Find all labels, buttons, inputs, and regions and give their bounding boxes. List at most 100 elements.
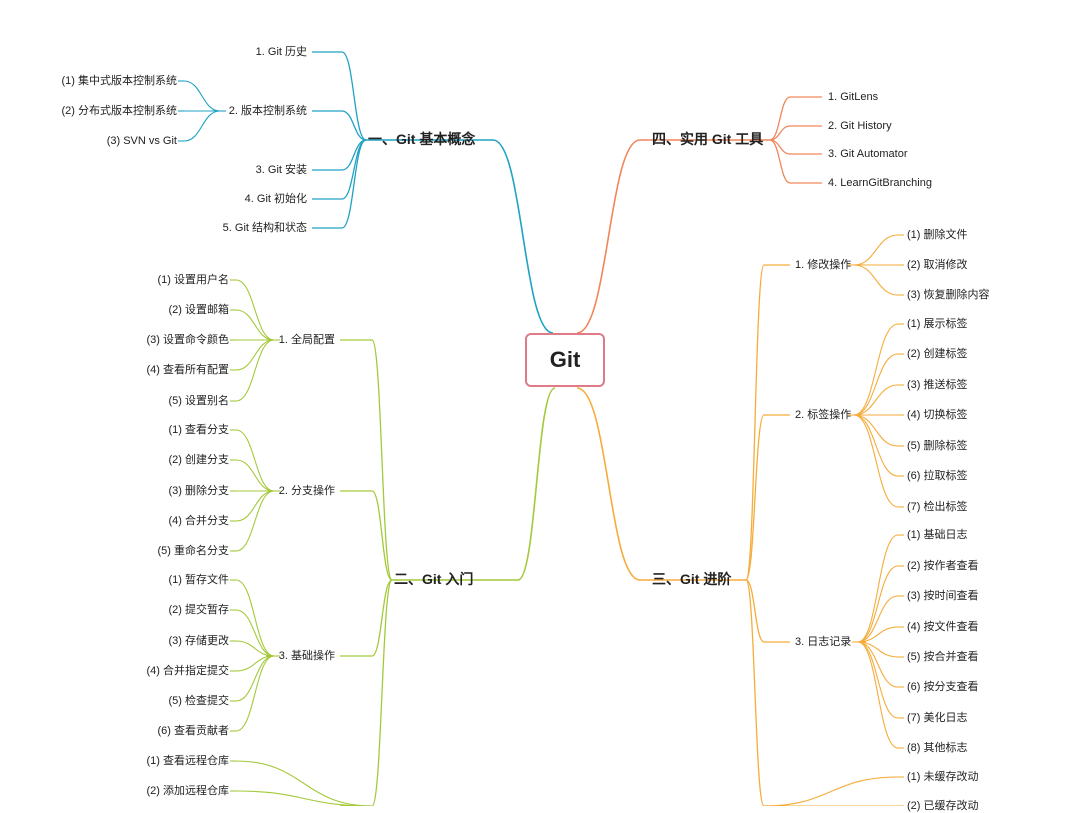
child-connector	[769, 96, 791, 141]
root-label: Git	[549, 347, 581, 372]
child-node[interactable]: 3. 基础操作	[278, 650, 335, 662]
grandchild-node[interactable]: (2) 提交暂存	[168, 604, 230, 616]
grandchild-connector	[853, 384, 899, 416]
grandchild-connector	[857, 641, 899, 749]
grandchild-node[interactable]: (7) 美化日志	[907, 712, 968, 724]
grandchild-connector	[857, 641, 899, 719]
grandchild-node[interactable]: (1) 查看分支	[168, 424, 230, 436]
grandchild-node[interactable]: (3) 推送标签	[907, 379, 968, 391]
branch-advanced[interactable]: 三、Git 进阶	[652, 571, 732, 587]
grandchild-node[interactable]: (2) 取消修改	[907, 259, 968, 271]
child-node[interactable]: 1. GitLens	[828, 91, 879, 103]
root-connector-intro	[517, 387, 556, 581]
child-node[interactable]: 3. Git Automator	[828, 148, 908, 160]
grandchild-node[interactable]: (1) 集中式版本控制系统	[61, 75, 178, 87]
child-node[interactable]: 4. Git 初始化	[244, 193, 307, 205]
child-node[interactable]: 1. 全局配置	[278, 334, 335, 346]
grandchild-connector	[857, 641, 899, 688]
grandchild-connector	[183, 80, 221, 112]
grandchild-connector	[235, 790, 373, 806]
child-node[interactable]: 1. Git 历史	[255, 46, 307, 58]
grandchild-node[interactable]: (1) 暂存文件	[168, 574, 230, 586]
branch-intro[interactable]: 二、Git 入门	[394, 571, 474, 587]
grandchild-node[interactable]: (2) 已缓存改动	[907, 800, 979, 812]
branch-basics[interactable]: 一、Git 基本概念	[368, 131, 476, 147]
child-node[interactable]: 2. 分支操作	[278, 485, 335, 497]
child-node[interactable]: 3. Git 安装	[255, 164, 307, 176]
grandchild-connector	[763, 776, 899, 806]
grandchild-connector	[235, 490, 275, 552]
grandchild-connector	[235, 429, 275, 492]
grandchild-node[interactable]: (5) 删除标签	[907, 440, 968, 452]
grandchild-node[interactable]: (6) 查看贡献者	[157, 725, 230, 737]
grandchild-connector	[235, 609, 275, 657]
grandchild-node[interactable]: (1) 删除文件	[907, 229, 968, 241]
grandchild-node[interactable]: (2) 添加远程仓库	[146, 785, 230, 797]
grandchild-node[interactable]: (1) 查看远程仓库	[146, 755, 230, 767]
grandchild-node[interactable]: (2) 创建标签	[907, 348, 968, 360]
grandchild-connector	[235, 655, 275, 702]
child-connector	[745, 414, 765, 581]
grandchild-node[interactable]: (2) 设置邮箱	[168, 304, 230, 316]
grandchild-node[interactable]: (5) 按合并查看	[907, 651, 979, 663]
branch-tools[interactable]: 四、实用 Git 工具	[652, 131, 764, 147]
grandchild-node[interactable]: (1) 基础日志	[907, 529, 968, 541]
grandchild-node[interactable]: (4) 查看所有配置	[146, 364, 230, 376]
child-connector	[371, 339, 393, 581]
grandchild-node[interactable]: (4) 切换标签	[907, 409, 968, 421]
grandchild-connector	[853, 323, 899, 416]
grandchild-connector	[235, 579, 275, 657]
grandchild-node[interactable]: (6) 按分支查看	[907, 681, 979, 693]
child-node[interactable]: 1. 修改操作	[795, 259, 852, 271]
grandchild-node[interactable]: (6) 拉取标签	[907, 470, 968, 482]
grandchild-node[interactable]: (3) 存储更改	[168, 635, 230, 647]
child-connector	[745, 579, 765, 806]
grandchild-node[interactable]: (2) 分布式版本控制系统	[61, 105, 178, 117]
grandchild-node[interactable]: (3) 设置命令颜色	[146, 334, 230, 346]
child-node[interactable]: 3. 日志记录	[795, 636, 852, 648]
child-connector	[341, 110, 367, 141]
grandchild-node[interactable]: (3) 恢复删除内容	[907, 289, 990, 301]
grandchild-node[interactable]: (3) 按时间查看	[907, 590, 979, 602]
grandchild-connector	[857, 534, 899, 643]
grandchild-connector	[857, 595, 899, 643]
child-node[interactable]: 2. Git History	[828, 120, 892, 132]
grandchild-connector	[235, 490, 275, 522]
child-node[interactable]: 5. Git 结构和状态	[222, 222, 307, 234]
grandchild-node[interactable]: (4) 按文件查看	[907, 621, 979, 633]
child-connector	[745, 264, 765, 581]
child-connector	[371, 579, 393, 806]
grandchild-node[interactable]: (2) 创建分支	[168, 454, 230, 466]
grandchild-node[interactable]: (5) 检查提交	[168, 695, 230, 707]
grandchild-node[interactable]: (4) 合并指定提交	[146, 665, 230, 677]
grandchild-node[interactable]: (5) 设置别名	[168, 395, 230, 407]
grandchild-node[interactable]: (7) 检出标签	[907, 501, 968, 513]
grandchild-node[interactable]: (4) 合并分支	[168, 515, 230, 527]
grandchild-node[interactable]: (1) 未缓存改动	[907, 771, 979, 783]
grandchild-connector	[853, 264, 899, 296]
grandchild-node[interactable]: (2) 按作者查看	[907, 560, 979, 572]
grandchild-node[interactable]: (3) 删除分支	[168, 485, 230, 497]
root-node[interactable]: Git	[525, 333, 605, 387]
child-node[interactable]: 2. 标签操作	[795, 409, 852, 421]
root-connector-advanced	[576, 387, 641, 581]
grandchild-connector	[853, 234, 899, 266]
grandchild-node[interactable]: (3) SVN vs Git	[106, 135, 177, 147]
grandchild-node[interactable]: (5) 重命名分支	[157, 545, 230, 557]
root-connector-basics	[492, 139, 554, 334]
grandchild-node[interactable]: (1) 设置用户名	[157, 274, 230, 286]
root-connector-tools	[576, 139, 641, 334]
grandchild-connector	[853, 353, 899, 416]
grandchild-node[interactable]: (1) 展示标签	[907, 318, 968, 330]
grandchild-node[interactable]: (8) 其他标志	[907, 742, 968, 754]
child-node[interactable]: 4. LearnGitBranching	[828, 177, 932, 189]
child-connector	[371, 579, 393, 657]
grandchild-connector	[235, 339, 275, 371]
child-connector	[745, 579, 765, 643]
grandchild-connector	[853, 414, 899, 508]
child-connector	[341, 139, 367, 229]
grandchild-connector	[235, 760, 373, 806]
grandchild-connector	[235, 655, 275, 732]
child-node[interactable]: 2. 版本控制系统	[228, 105, 307, 117]
